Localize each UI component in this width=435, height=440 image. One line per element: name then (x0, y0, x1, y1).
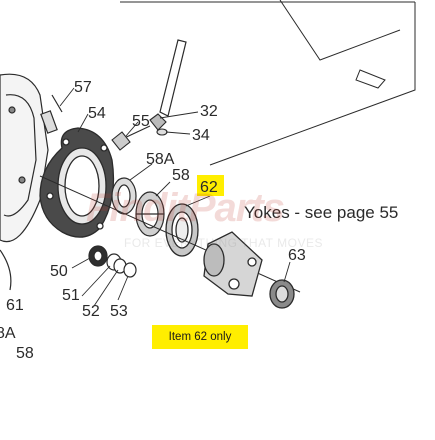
parts-50-53 (88, 245, 137, 278)
watermark: FinditParts FOR EVERYTHING THAT MOVES (52, 178, 432, 250)
item-note-badge: Item 62 only (152, 325, 248, 349)
callout-52: 52 (82, 303, 100, 320)
callout-32: 32 (200, 103, 218, 120)
callout-55: 55 (132, 113, 150, 130)
callout-58-top: 58 (172, 167, 190, 184)
bearing-58 (135, 191, 165, 237)
nut-63 (269, 279, 295, 309)
callout-58A-top: 58A (146, 151, 175, 168)
flange-plate-54 (39, 127, 115, 238)
rod (159, 39, 187, 117)
callout-63: 63 (288, 247, 306, 264)
highlight-62 (197, 175, 224, 196)
housing (0, 73, 49, 291)
small-clip (355, 69, 386, 89)
callout-53: 53 (110, 303, 128, 320)
bolt-57 (40, 94, 63, 134)
callout-62: 62 (200, 179, 218, 196)
callout-34: 34 (192, 127, 210, 144)
callout-61: 61 (6, 297, 24, 314)
callout-8A: 8A (0, 325, 16, 342)
callout-50: 50 (50, 263, 68, 280)
yokes-label: Yokes - see page 55 (244, 203, 398, 222)
callout-51: 51 (62, 287, 80, 304)
watermark-brand: FinditParts (86, 186, 285, 230)
bearing-58A (111, 177, 137, 215)
leader-lines (59, 87, 291, 307)
frame-lines (120, 0, 416, 166)
callout-57: 57 (74, 79, 92, 96)
callout-54: 54 (88, 105, 106, 122)
yoke (203, 231, 263, 297)
watermark-tagline: FOR EVERYTHING THAT MOVES (124, 236, 323, 250)
callout-58-bottom: 58 (16, 345, 34, 362)
